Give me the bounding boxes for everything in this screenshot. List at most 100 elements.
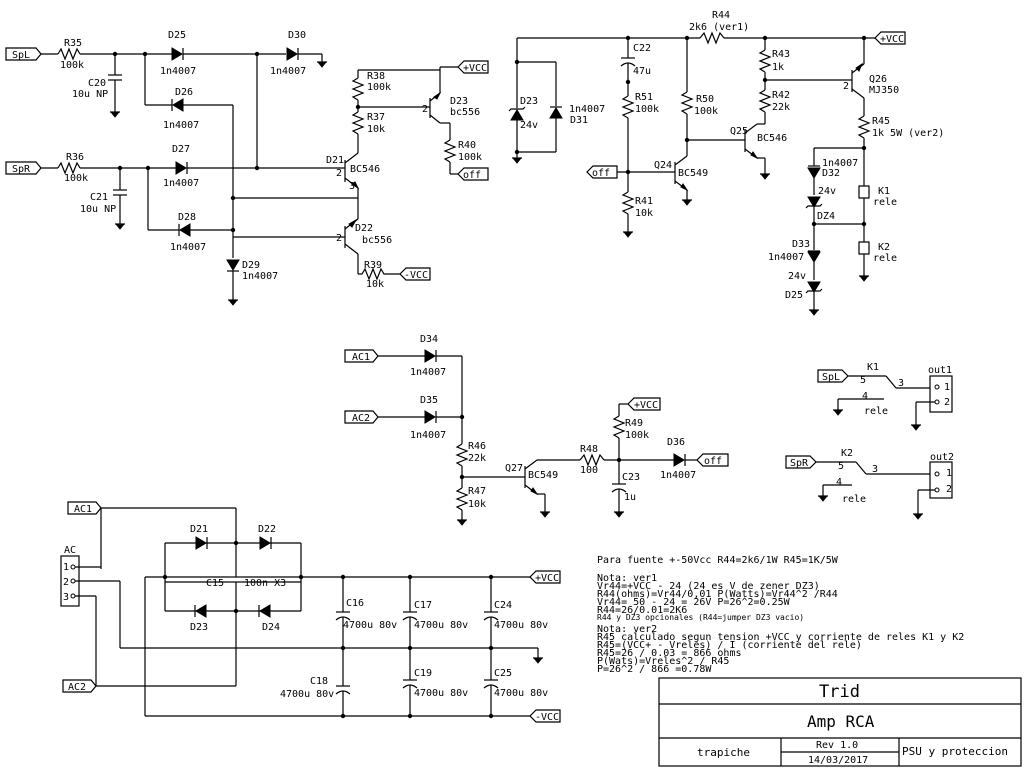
neg-vcc-label-1: -VCC [404, 270, 428, 281]
k2-label: K2 [878, 242, 890, 253]
q26-value: MJ350 [869, 85, 899, 96]
r49-label: R49 [625, 418, 643, 429]
r51-value: 100k [635, 104, 659, 115]
r39-resistor [358, 267, 400, 281]
r47-value: 10k [468, 499, 486, 510]
r40-value: 100k [458, 152, 482, 163]
bridge-d23 [195, 604, 207, 618]
k1-label: K1 [878, 186, 890, 197]
c15-value: 100n X3 [244, 578, 286, 589]
z23-value: 24v [520, 120, 538, 131]
q23-value: bc556 [450, 107, 480, 118]
svg-text:2: 2 [422, 104, 428, 115]
note-line: R45 calculado segun tension +VCC y corri… [597, 632, 964, 643]
d26-label: D26 [175, 87, 193, 98]
note-line: R45=(VCC+ - Vreles) / I (corriente del r… [597, 640, 862, 651]
ac-connector-label: AC [64, 545, 76, 556]
q25-value: BC546 [757, 133, 787, 144]
pos-vcc-label-3: +VCC [634, 400, 658, 411]
ac1-port-2 [67, 501, 102, 515]
svg-text:2: 2 [63, 577, 69, 588]
neg-vcc-port-1 [399, 267, 431, 281]
r38-value: 100k [367, 82, 391, 93]
r42-label: R42 [772, 90, 790, 101]
c18-label: C18 [310, 676, 328, 687]
svg-text:5: 5 [838, 461, 844, 472]
note-line: Nota: ver2 [597, 624, 657, 635]
d33-label: D33 [792, 239, 810, 250]
note-line: R45=26 / 0.03 = 866 ohms [597, 648, 742, 659]
pos-vcc-label-1: +VCC [463, 63, 487, 74]
r50-resistor [680, 91, 694, 115]
r48-label: R48 [580, 444, 598, 455]
dz5-zener [807, 281, 821, 293]
r35-resistor [57, 47, 81, 61]
c25-value: 4700u 80v [494, 688, 548, 699]
spl-label-2: SpL [822, 372, 840, 383]
out2-label: out2 [930, 452, 954, 463]
note-line: Nota: ver1 [597, 573, 657, 584]
svg-text:4: 4 [862, 391, 868, 402]
off-label-1: off [463, 170, 481, 181]
spr-port-label: SpR [12, 164, 31, 175]
r50-label: R50 [696, 94, 714, 105]
bridge-d21 [195, 536, 207, 550]
r41-label: R41 [635, 196, 653, 207]
c22-value: 47u [633, 66, 651, 77]
relay-driver-section: R44 2k6 (ver1) +VCC D23 24v 1n4007 D31 C… [508, 10, 944, 316]
r39-label: R39 [364, 260, 382, 271]
spl-port-2 [817, 369, 849, 383]
svg-text:5: 5 [860, 375, 866, 386]
pos-vcc-label-2: +VCC [880, 34, 904, 45]
r38-resistor [351, 77, 365, 101]
svg-text:3: 3 [349, 181, 355, 192]
note-line: Para fuente +-50Vcc R44=2k6/1W R45=1K/5W [597, 555, 839, 566]
off-label-3: off [704, 456, 722, 467]
r41-value: 10k [635, 208, 653, 219]
note-line: P(Wats)=Vreles^2 / R45 [597, 656, 729, 667]
date-text: 14/03/2017 [808, 755, 868, 766]
spr-port-2 [785, 455, 817, 469]
pos-vcc-port-4 [529, 570, 561, 584]
k2-contact-label: K2 [841, 448, 853, 459]
subtitle-text: Amp RCA [807, 712, 875, 731]
c17-label: C17 [414, 600, 432, 611]
svg-text:2: 2 [336, 233, 342, 244]
r40-resistor [443, 139, 457, 163]
d27-diode [175, 161, 187, 175]
dz4-zener [807, 196, 821, 208]
r37-label: R37 [367, 112, 385, 123]
ac2-port-1 [344, 410, 379, 424]
q24-label: Q24 [654, 160, 672, 171]
c19-label: C19 [414, 668, 432, 679]
c24-value: 4700u 80v [494, 620, 548, 631]
c16-label: C16 [346, 598, 364, 609]
r43-resistor [758, 49, 772, 73]
svg-text:2: 2 [336, 168, 342, 179]
d32-label: D32 [822, 168, 840, 179]
q27-value: BC549 [528, 470, 558, 481]
r46-label: R46 [468, 441, 486, 452]
q21-value: BC546 [350, 164, 380, 175]
d33-diode [807, 251, 821, 263]
c17-value: 4700u 80v [414, 620, 468, 631]
note-line: Vr44= 50 - 24 = 26V P=26^2=0.25W [597, 597, 791, 608]
k2-contact-value: rele [842, 494, 866, 505]
c15-label: C15 [206, 578, 224, 589]
d26-value: 1n4007 [163, 120, 199, 131]
ac2-port-2 [62, 679, 97, 693]
r38-label: R38 [367, 71, 385, 82]
z31-label: D31 [570, 115, 588, 126]
k2-coil [858, 241, 870, 255]
dz4-label: DZ4 [817, 211, 835, 222]
note-line: Vr44=+VCC - 24 (24 es V de zener DZ3) [597, 581, 820, 592]
d34-label: D34 [420, 334, 438, 345]
off-port-1 [457, 167, 489, 181]
r36-value: 100k [64, 173, 88, 184]
r43-value: 1k [772, 62, 784, 73]
q22-label: D22 [355, 223, 373, 234]
d36-diode [673, 453, 685, 467]
q23-label: D23 [450, 96, 468, 107]
svg-text:3: 3 [898, 378, 904, 389]
ac1-port-1 [344, 349, 379, 363]
